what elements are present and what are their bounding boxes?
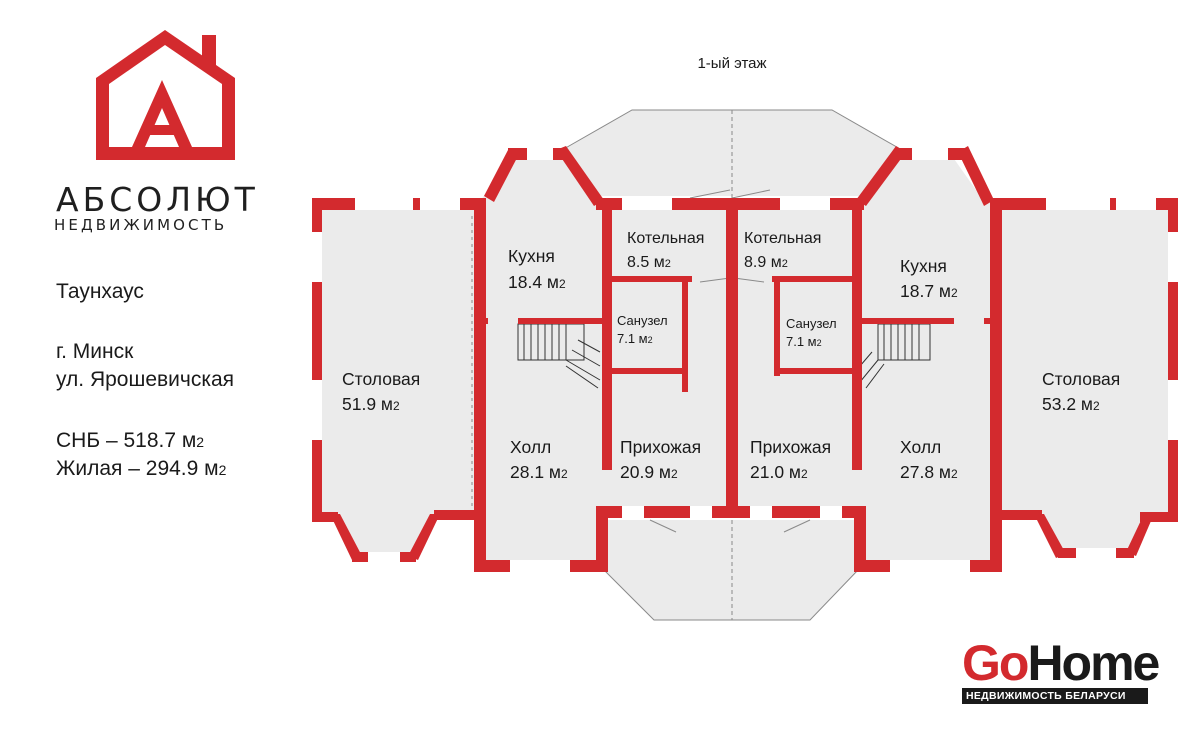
floor-plan-windows <box>312 148 1178 572</box>
room-kitchen-left-area: 18.4 м2 <box>508 272 566 292</box>
address-street: ул. Ярошевичская <box>56 368 235 391</box>
room-bath-left-area-text: 7.1 м <box>617 331 648 346</box>
room-hall-left-area: 28.1 м2 <box>510 462 568 482</box>
floor-plan-title: 1-ый этаж <box>697 55 766 72</box>
brand-name: АБСОЛЮТ <box>56 180 259 219</box>
room-dining-right-area-text: 53.2 м <box>1042 394 1093 414</box>
room-kitchen-left-area-sup: 2 <box>559 277 566 291</box>
room-dining-left-area-text: 51.9 м <box>342 394 393 414</box>
room-kitchen-right-area-sup: 2 <box>951 286 958 300</box>
room-bath-right-area-sup: 2 <box>817 338 822 348</box>
room-boiler-left-area-sup: 2 <box>665 258 671 270</box>
stairs-right <box>859 323 931 389</box>
room-boiler-left-area: 8.5 м2 <box>627 254 671 271</box>
room-boiler-right-area-text: 8.9 м <box>744 254 782 271</box>
room-kitchen-right-name: Кухня <box>900 256 947 276</box>
living-area-text: Жилая – 294.9 м <box>56 457 219 480</box>
room-dining-right-area: 53.2 м2 <box>1042 394 1100 414</box>
room-labels: Столовая 51.9 м2 Кухня 18.4 м2 Котельная… <box>342 230 1120 482</box>
room-entry-left-area: 20.9 м2 <box>620 462 678 482</box>
gohome-logo: GoHome НЕДВИЖИМОСТЬ БЕЛАРУСИ <box>962 638 1162 704</box>
room-entry-left-area-text: 20.9 м <box>620 462 671 482</box>
room-dining-left-area: 51.9 м2 <box>342 394 400 414</box>
room-boiler-right-area-sup: 2 <box>782 258 788 270</box>
gohome-wordmark: GoHome <box>962 638 1162 688</box>
room-dining-right-name: Столовая <box>1042 369 1120 389</box>
room-kitchen-left-area-text: 18.4 м <box>508 272 559 292</box>
room-kitchen-left-name: Кухня <box>508 246 555 266</box>
room-hall-left-area-sup: 2 <box>561 467 568 481</box>
room-kitchen-right-area: 18.7 м2 <box>900 281 958 301</box>
room-bath-right-name: Санузел <box>786 316 837 331</box>
room-entry-left-name: Прихожая <box>620 437 701 457</box>
house-logo-icon <box>96 30 235 160</box>
room-hall-right-name: Холл <box>900 437 941 457</box>
room-bath-right-area-text: 7.1 м <box>786 334 817 349</box>
room-entry-right-name: Прихожая <box>750 437 831 457</box>
room-entry-right-area-text: 21.0 м <box>750 462 801 482</box>
room-dining-left-area-sup: 2 <box>393 399 400 413</box>
room-boiler-right-area: 8.9 м2 <box>744 254 788 271</box>
room-entry-left-area-sup: 2 <box>671 467 678 481</box>
room-dining-left-name: Столовая <box>342 369 420 389</box>
total-area-text: СНБ – 518.7 м <box>56 429 197 452</box>
room-bath-right-area: 7.1 м2 <box>786 334 822 349</box>
property-type: Таунхаус <box>56 280 144 303</box>
living-area: Жилая – 294.9 м2 <box>56 455 226 484</box>
floor-plan-floors <box>318 110 1172 620</box>
room-boiler-left-area-text: 8.5 м <box>627 254 665 271</box>
living-area-unit-sup: 2 <box>218 462 227 478</box>
room-hall-left-name: Холл <box>510 437 551 457</box>
room-bath-left-area: 7.1 м2 <box>617 331 653 346</box>
room-kitchen-right-area-text: 18.7 м <box>900 281 951 301</box>
room-hall-right-area: 27.8 м2 <box>900 462 958 482</box>
gohome-word-home: Home <box>1027 635 1160 691</box>
company-logo <box>52 30 292 170</box>
room-entry-right-area-sup: 2 <box>801 467 808 481</box>
gohome-word-go: Go <box>962 635 1029 691</box>
total-area: СНБ – 518.7 м2 <box>56 427 204 456</box>
room-hall-right-area-sup: 2 <box>951 467 958 481</box>
address-city: г. Минск <box>56 340 134 363</box>
room-dining-right-area-sup: 2 <box>1093 399 1100 413</box>
room-boiler-left-name: Котельная <box>627 230 704 247</box>
total-area-unit-sup: 2 <box>196 434 205 450</box>
room-bath-left-area-sup: 2 <box>648 335 653 345</box>
room-hall-right-area-text: 27.8 м <box>900 462 951 482</box>
brand-subtitle: НЕДВИЖИМОСТЬ <box>54 216 228 234</box>
room-entry-right-area: 21.0 м2 <box>750 462 808 482</box>
room-hall-left-area-text: 28.1 м <box>510 462 561 482</box>
room-bath-left-name: Санузел <box>617 313 668 328</box>
gohome-tagline: НЕДВИЖИМОСТЬ БЕЛАРУСИ <box>962 688 1148 704</box>
room-boiler-right-name: Котельная <box>744 230 821 247</box>
